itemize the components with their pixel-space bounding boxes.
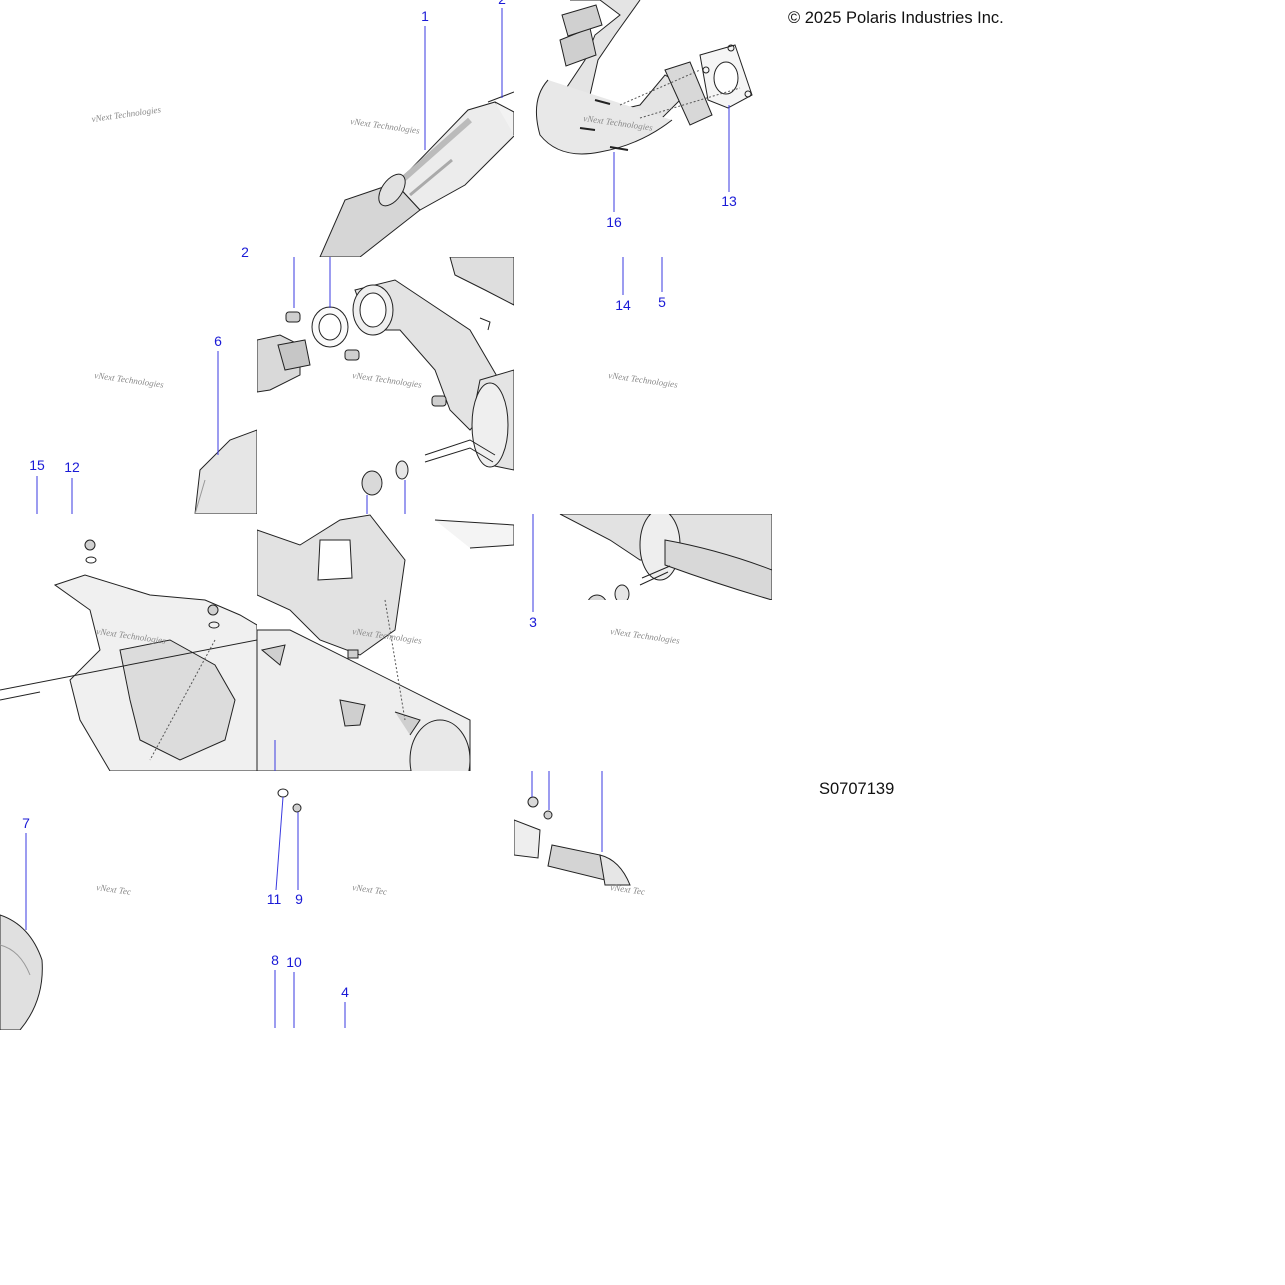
callout-3: 3	[529, 614, 537, 630]
muffler-upper-tile	[257, 257, 514, 496]
callout-5: 5	[658, 294, 666, 310]
callout-9: 9	[295, 891, 303, 907]
fasteners	[277, 788, 302, 813]
callout-15: 15	[29, 457, 45, 473]
callout-4: 4	[341, 984, 349, 1000]
callout-14: 14	[615, 297, 631, 313]
heat-shield-tile	[0, 539, 257, 771]
outlet-pipe-tile	[194, 429, 257, 514]
muffler-lower-tile	[257, 514, 514, 771]
callout-11: 11	[267, 891, 282, 907]
watermark-text: vNext Technologies	[350, 116, 421, 136]
callout-12: 12	[64, 459, 80, 475]
copyright-notice: © 2025 Polaris Industries Inc.	[788, 9, 1004, 27]
center-pipe-tile	[319, 91, 514, 257]
callout-6: 6	[214, 333, 222, 349]
callout-7: 7	[22, 815, 30, 831]
watermark-text: vNext Tec	[352, 882, 388, 897]
drawing-id: S0707139	[819, 780, 895, 798]
spark-arrestor-tile	[514, 796, 631, 886]
callout-8: 8	[271, 952, 279, 968]
callout-2: 2	[241, 244, 249, 260]
watermark-text: vNext Technologies	[352, 370, 423, 390]
callout-1: 1	[421, 8, 429, 24]
watermark-text: vNext Tec	[96, 882, 132, 897]
callout-13: 13	[721, 193, 737, 209]
leader-lines	[25, 8, 730, 1028]
callout-2-top: 2	[498, 0, 506, 7]
head-pipe-tile	[535, 0, 753, 155]
watermark-text: vNext Technologies	[94, 370, 165, 390]
watermark-text: vNext Technologies	[608, 370, 679, 390]
callout-16: 16	[606, 214, 622, 230]
watermark-text: vNext Technologies	[610, 626, 681, 646]
watermark-text: vNext Technologies	[91, 104, 162, 124]
tailpipe-tile	[559, 514, 772, 600]
shield-edge-tile	[0, 914, 43, 1030]
watermark-text: vNext Tec	[610, 882, 646, 897]
callout-10: 10	[286, 954, 302, 970]
callout-labels: 1 2 16 13 2 14 5 6 15 12 3 7 11 9 8 10 4	[22, 0, 737, 1000]
